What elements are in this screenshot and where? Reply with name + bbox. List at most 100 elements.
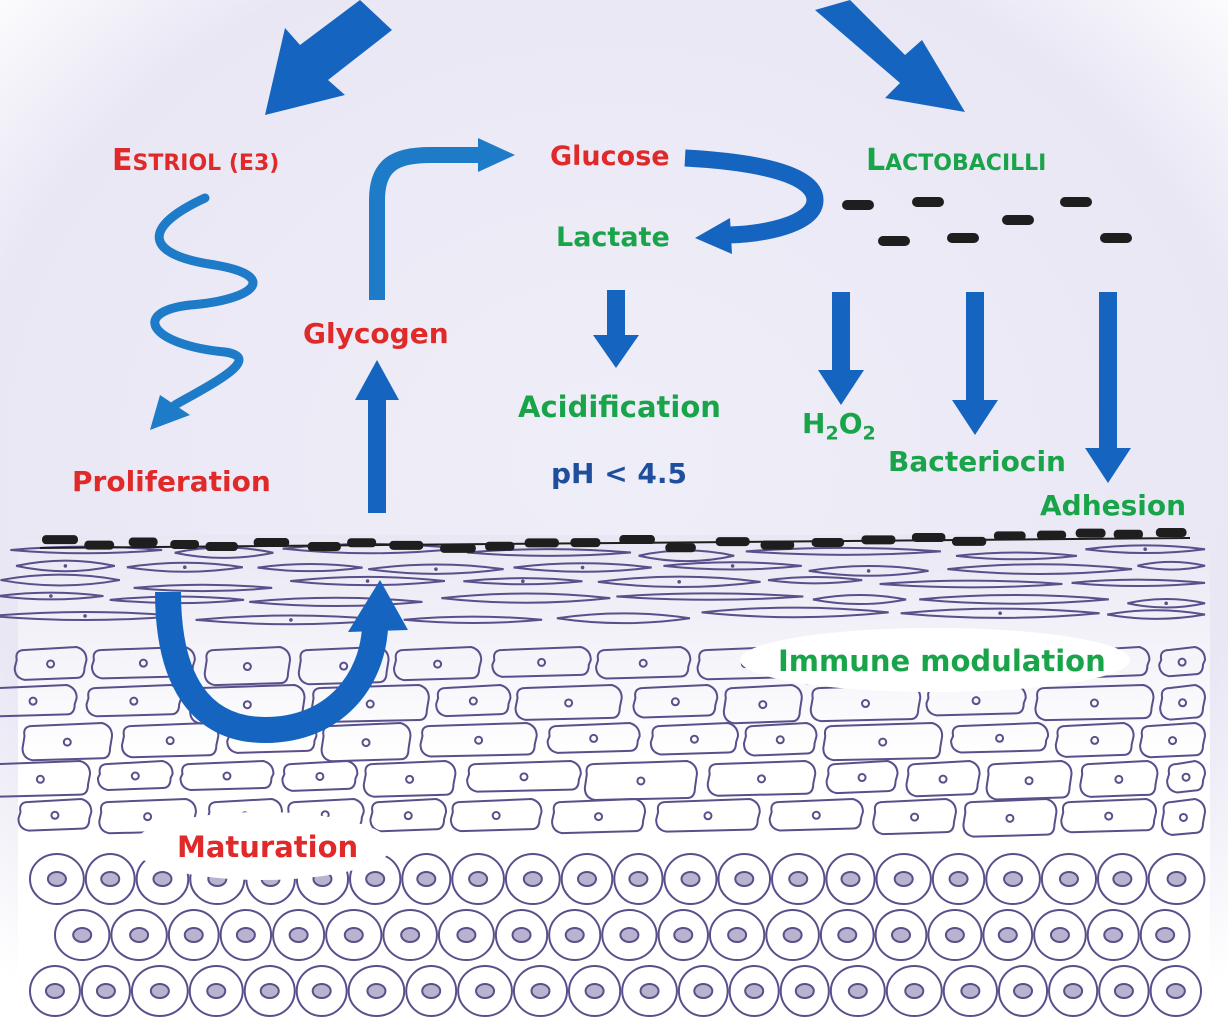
cell-nucleus — [910, 812, 920, 822]
cell-nucleus — [130, 771, 140, 781]
cell-nucleus — [44, 983, 65, 999]
cell-nucleus — [183, 927, 204, 943]
intermediate-cell — [491, 645, 592, 678]
cell-nucleus — [744, 983, 765, 999]
bacteria-rod-icon — [42, 535, 78, 545]
lactate-label: Lactate — [556, 222, 670, 253]
intermediate-cell — [551, 797, 647, 835]
basal-cell — [28, 853, 85, 905]
cell-nucleus — [847, 983, 868, 999]
proliferation-label: Proliferation — [72, 465, 271, 498]
basal-cell — [568, 965, 622, 1017]
basal-cell — [1139, 909, 1191, 961]
superficial-cell — [556, 612, 691, 625]
basal-cell — [771, 853, 826, 905]
superficial-cell — [109, 595, 245, 605]
basal-cell — [560, 853, 614, 905]
cell-nucleus — [339, 661, 349, 671]
h2o2-label: H2O2 — [802, 407, 876, 445]
basal-cell — [437, 909, 495, 961]
cell-nucleus — [1049, 927, 1070, 943]
cell-nucleus — [1168, 736, 1178, 746]
cell-nucleus — [403, 811, 413, 821]
cell-nucleus — [50, 810, 60, 820]
cell-nucleus — [857, 773, 867, 783]
cell-nucleus — [997, 927, 1018, 943]
basal-cell — [29, 965, 81, 1017]
cell-nucleus — [242, 662, 252, 672]
cell-nucleus — [311, 983, 332, 999]
cell-nucleus — [165, 736, 175, 746]
superficial-cell — [616, 592, 804, 601]
cell-nucleus — [46, 871, 67, 887]
superficial-cell — [126, 561, 243, 573]
basal-cell — [779, 965, 830, 1017]
basal-cell — [382, 909, 438, 961]
cell-nucleus — [288, 927, 309, 943]
glycogen-label: Glycogen — [303, 317, 449, 350]
superficial-cell — [663, 561, 802, 571]
cell-nucleus — [680, 871, 701, 887]
cell-nucleus — [35, 774, 45, 784]
intermediate-cell — [1079, 759, 1159, 798]
cell-nucleus — [1165, 983, 1186, 999]
intermediate-cell — [179, 759, 275, 792]
cell-nucleus — [1112, 871, 1133, 887]
cell-nucleus — [893, 871, 914, 887]
intermediate-cell — [872, 797, 957, 836]
intermediate-cell — [1160, 797, 1207, 836]
cell-nucleus — [775, 735, 785, 745]
surface-bacteria-layer — [39, 528, 1191, 553]
arrow-down-right-icon — [815, 0, 965, 112]
epithelium-surface-line — [39, 537, 1191, 549]
cell-nucleus — [365, 699, 375, 709]
intermediate-cell — [950, 721, 1050, 754]
basal-cell — [663, 853, 718, 905]
intermediate-cell — [96, 759, 174, 792]
intermediate-cell — [419, 721, 538, 758]
cell-nucleus — [971, 696, 981, 706]
cell-nucleus — [62, 737, 72, 747]
cell-nucleus — [1178, 812, 1188, 822]
basal-cell — [457, 965, 513, 1017]
basal-cell — [677, 965, 729, 1017]
cell-nucleus — [589, 733, 599, 743]
superficial-cell — [767, 575, 863, 585]
intermediate-cell — [985, 759, 1073, 801]
epithelial-cells — [0, 542, 1207, 1017]
superficial-cell — [403, 615, 543, 624]
intermediate-cell — [546, 721, 641, 754]
superficial-cell — [900, 607, 1100, 619]
basal-cell — [325, 909, 383, 961]
cell-nucleus — [138, 658, 148, 668]
basal-cell — [927, 909, 983, 961]
superficial-cell — [466, 548, 632, 557]
intermediate-cell — [1054, 721, 1135, 758]
basal-cell — [451, 853, 505, 905]
cell-nucleus — [259, 983, 280, 999]
cell-nucleus — [811, 810, 821, 820]
cell-nucleus — [143, 812, 153, 822]
cell-nucleus — [222, 771, 232, 781]
superficial-cell — [1127, 598, 1206, 609]
bacteria-rod-icon — [440, 543, 476, 553]
cell-nucleus — [998, 611, 1002, 616]
basal-cell — [548, 909, 602, 961]
cell-nucleus — [433, 659, 443, 669]
bacteria-rod-icon — [951, 536, 987, 546]
cell-nucleus — [522, 871, 543, 887]
cell-nucleus — [840, 871, 861, 887]
intermediate-cell — [706, 759, 817, 797]
cell-nucleus — [183, 565, 187, 570]
intermediate-cell — [449, 797, 543, 833]
basal-cell — [829, 965, 886, 1017]
basal-cell — [613, 853, 664, 905]
cell-nucleus — [891, 927, 912, 943]
cell-nucleus — [878, 737, 888, 747]
superficial-cell — [0, 573, 121, 587]
bacteria-rod-icon — [1075, 528, 1106, 538]
superficial-cell — [463, 577, 583, 586]
bacteria-rod-icon — [307, 542, 341, 552]
cell-nucleus — [703, 811, 713, 821]
superficial-cell — [812, 594, 907, 606]
